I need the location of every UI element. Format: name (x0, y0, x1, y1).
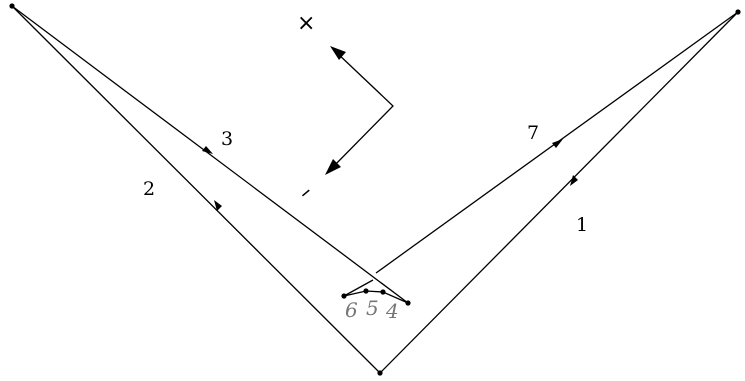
cluster-connector (343, 279, 374, 297)
vertex-label-5: 5 (366, 296, 379, 320)
zigzag-arrowhead-top (330, 46, 346, 60)
vertex-label-6: 6 (345, 298, 358, 322)
segment-label-2: 2 (143, 178, 155, 200)
cluster-path (343, 290, 409, 304)
vertex-top-right (735, 9, 741, 15)
segment-label-1: 1 (576, 214, 588, 236)
arrowhead-segment-7 (552, 139, 563, 148)
vertex-6 (341, 293, 347, 299)
vertex-top-left (9, 3, 15, 9)
vertex-4b (405, 300, 411, 306)
arrowhead-segment-2 (214, 200, 222, 211)
vertex-label-4: 4 (385, 299, 399, 323)
segment-label-3: 3 (221, 128, 233, 150)
arrowhead-segment-1 (570, 175, 578, 186)
edge-right-outer (379, 11, 739, 374)
vertex-bottom (377, 370, 383, 376)
vertex-5 (363, 288, 369, 294)
segment-label-7: 7 (527, 122, 539, 144)
edge-left-inner (11, 5, 409, 304)
arrowhead-segment-3 (202, 146, 213, 154)
zigzag-arrowhead-bottom (325, 159, 341, 175)
edge-left-outer (11, 5, 381, 374)
vertex-4a (380, 289, 386, 295)
cross-mark: × (297, 11, 315, 36)
dash-mark: – (293, 179, 317, 205)
zigzag-arrow (329, 51, 394, 171)
